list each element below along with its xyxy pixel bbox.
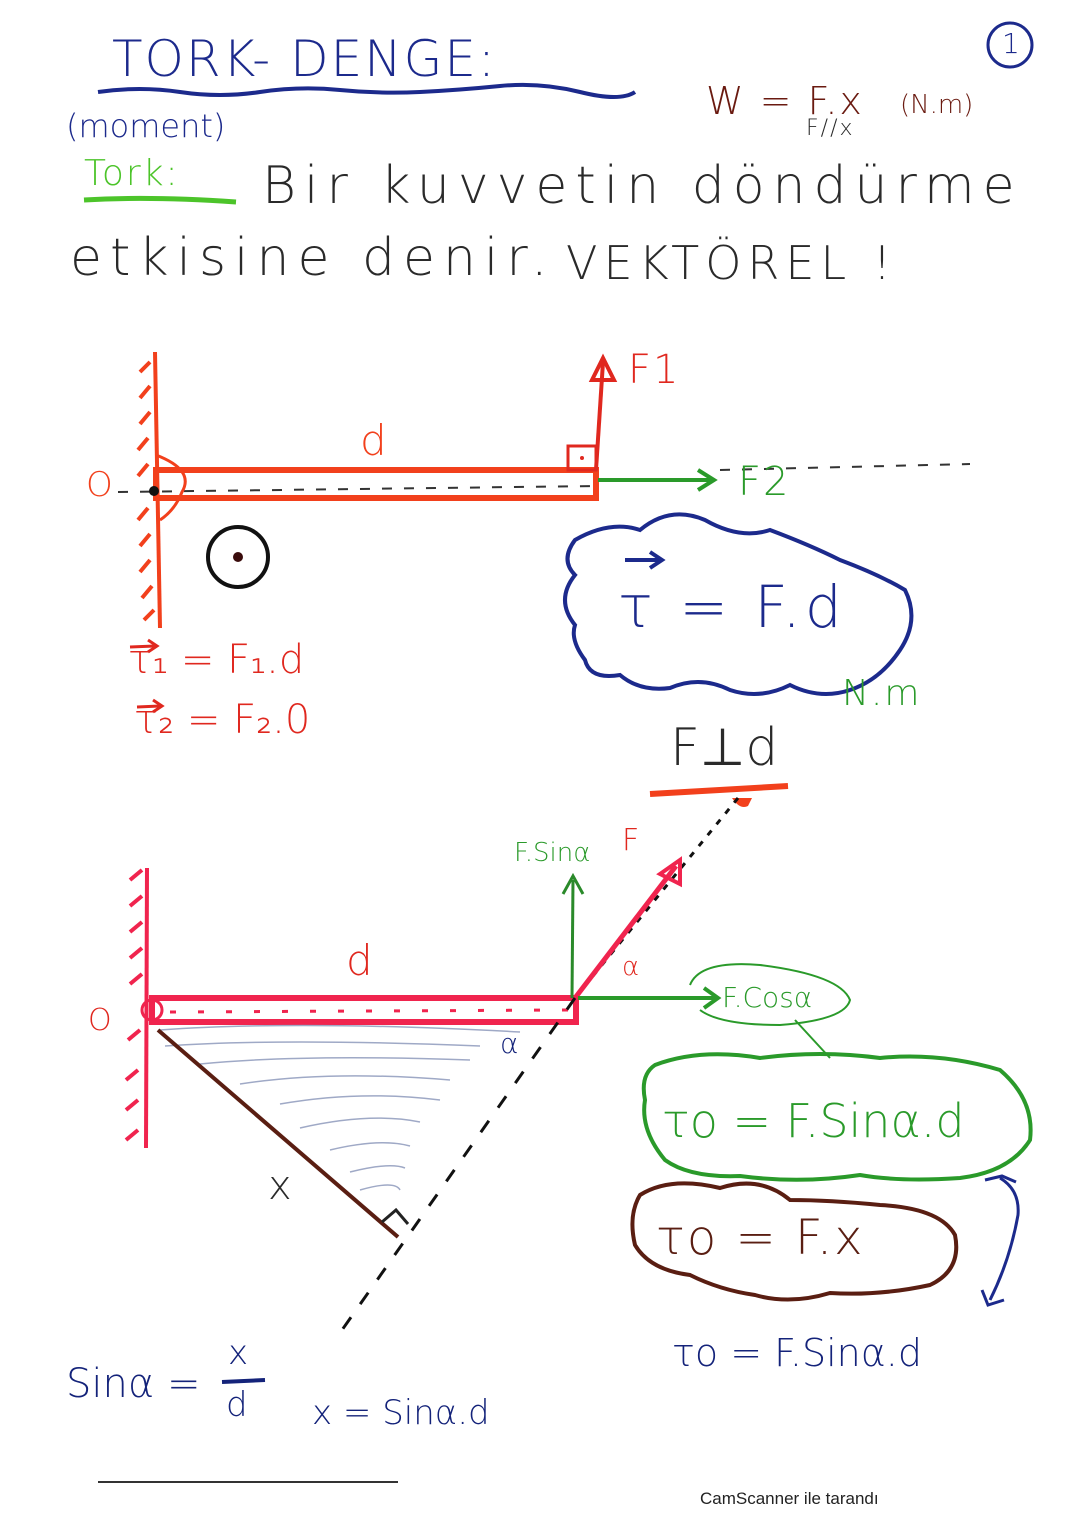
work-condition: F//x bbox=[806, 116, 855, 141]
perpendicular-note: F⊥d bbox=[670, 718, 779, 778]
force1-label: F1 bbox=[628, 347, 681, 393]
sine-definition-denominator: d bbox=[226, 1385, 250, 1425]
scanner-watermark: CamScanner ile tarandı bbox=[700, 1489, 879, 1508]
torque1-equation: τ₁ = F₁.d bbox=[128, 637, 305, 683]
vertical-component-label: F.Sinα bbox=[514, 838, 591, 868]
torque-main-formula: τ = F.d bbox=[618, 573, 846, 641]
torque-formula-derived: τo = F.Sinα.d bbox=[672, 1331, 922, 1375]
torque-formula-lever-arm: τo = F.x bbox=[656, 1210, 865, 1266]
definition-term: Tork: bbox=[84, 153, 180, 194]
length-label-2: d bbox=[346, 936, 375, 985]
sine-definition-numerator: x bbox=[228, 1333, 251, 1373]
torque2-equation: τ₂ = F₂.0 bbox=[134, 697, 311, 743]
definition-line2: etkisine denir. bbox=[70, 228, 556, 288]
horizontal-component-label: F.Cosα bbox=[722, 981, 813, 1014]
torque-unit: N.m bbox=[842, 673, 922, 714]
angle-label-top: α bbox=[622, 952, 642, 982]
work-unit: (N.m) bbox=[900, 90, 974, 120]
diagram2-wall bbox=[124, 867, 149, 1149]
force2-label: F2 bbox=[738, 459, 791, 505]
torque-formula-sine: τo = F.Sinα.d bbox=[662, 1094, 965, 1148]
sine-definition-lhs: Sinα = bbox=[66, 1361, 201, 1407]
definition-emphasis: VEKTÖREL ! bbox=[566, 236, 898, 290]
lever-arm-label: x bbox=[268, 1163, 294, 1209]
work-formula: W = F.x bbox=[706, 79, 864, 123]
angle-label-bottom: α bbox=[500, 1027, 521, 1060]
pivot-label-2: O bbox=[88, 1003, 114, 1038]
lever-arm-expression: x = Sinα.d bbox=[312, 1393, 490, 1433]
definition-line1: Bir kuvvetin döndürme bbox=[262, 156, 1023, 216]
force-label: F bbox=[622, 823, 642, 858]
page-title: TORK- DENGE: bbox=[112, 30, 497, 88]
pivot-label-1: O bbox=[86, 465, 115, 505]
subtitle-moment: (moment) bbox=[66, 107, 226, 145]
length-label-1: d bbox=[360, 416, 389, 465]
page-number: 1 bbox=[1002, 27, 1022, 60]
